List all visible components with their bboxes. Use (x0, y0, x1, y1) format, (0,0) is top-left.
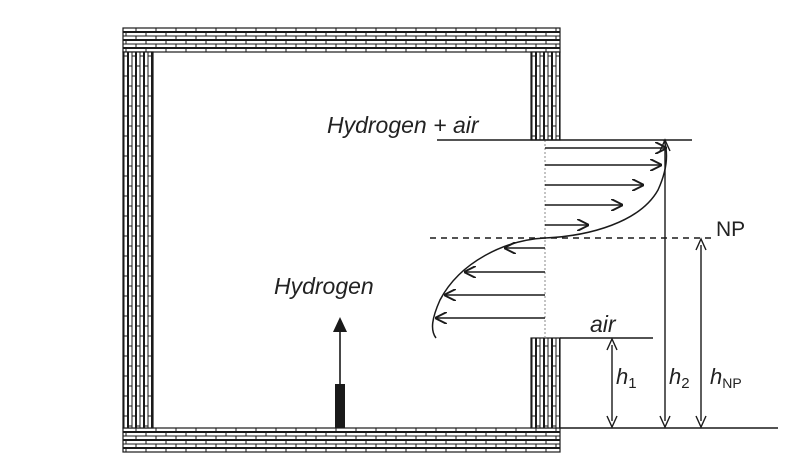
h2-label: h2 (669, 364, 690, 392)
h1-label: h1 (616, 364, 637, 392)
h2-arrow-bottom (659, 415, 671, 429)
h1-arrow-top (606, 337, 618, 351)
hnp-base: h (710, 364, 722, 389)
hnp-subscript: NP (722, 375, 741, 391)
brick-walls (122, 27, 561, 453)
wall-right-lower (530, 337, 561, 429)
hydrogen-source (333, 317, 347, 428)
dimension-arrows (606, 138, 707, 429)
air-label: air (590, 311, 617, 337)
hnp-arrow-top (695, 237, 707, 251)
velocity-profile-curve (431, 139, 668, 339)
h2-subscript: 2 (681, 375, 689, 392)
plume-arrow-head (333, 317, 347, 332)
outflow-arrows (545, 148, 666, 225)
h2-arrow-top (659, 138, 671, 152)
np-label: NP (716, 218, 745, 241)
h1-arrow-bottom (606, 415, 618, 429)
wall-right-upper (530, 51, 561, 141)
h1-subscript: 1 (628, 375, 636, 392)
hydrogen-air-label: Hydrogen + air (327, 112, 480, 138)
wall-left (122, 51, 154, 429)
wall-bottom (122, 427, 561, 453)
wall-top (122, 27, 561, 53)
source-nozzle (335, 384, 345, 428)
h2-base: h (669, 364, 681, 389)
inflow-arrows (436, 248, 545, 318)
hnp-label: hNP (710, 364, 742, 391)
hnp-arrow-bottom (695, 415, 707, 429)
h1-base: h (616, 364, 628, 389)
hydrogen-label: Hydrogen (274, 273, 374, 299)
